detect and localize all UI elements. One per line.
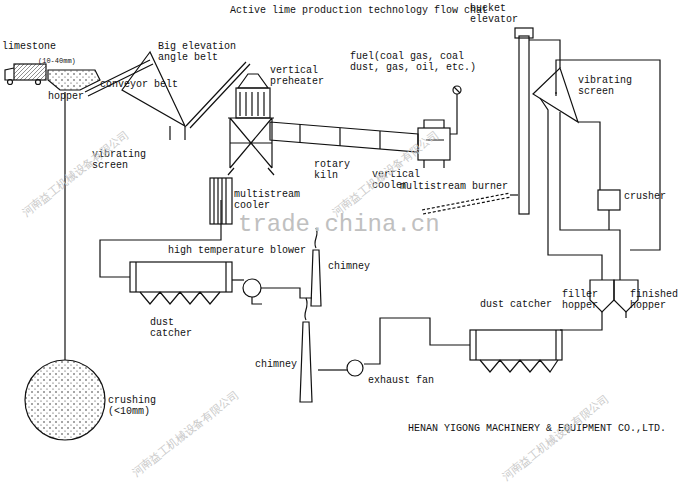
chute	[64, 92, 65, 360]
dust-catcher	[470, 330, 562, 372]
crusher	[598, 190, 620, 230]
chimney	[300, 298, 312, 402]
conveyor-belt	[85, 60, 153, 96]
hopper	[48, 70, 100, 90]
crushed-stone	[25, 360, 105, 440]
vibrating-screen	[122, 52, 185, 140]
duct	[364, 318, 470, 364]
chute	[556, 60, 660, 250]
equipment-label: rotary kiln	[314, 160, 359, 181]
exhaust-fan	[318, 360, 363, 376]
chute	[548, 125, 620, 280]
size-label: (10-40mm)	[38, 58, 76, 65]
equipment-label: vibrating screen	[578, 76, 648, 97]
watermark: 河南益工机械设备有限公司	[330, 129, 441, 219]
truck	[5, 64, 46, 85]
duct	[100, 200, 221, 277]
equipment-label: exhaust fan	[368, 376, 434, 387]
dust-catcher	[130, 262, 232, 304]
equipment-label: chimney	[328, 262, 370, 273]
process-label: crushing (<10mm)	[108, 396, 178, 417]
equipment-label: conveyor belt	[100, 80, 178, 91]
company-name: HENAN YIGONG MACHINERY & EQUIPMENT CO.,L…	[408, 424, 666, 435]
watermark: 河南益工机械设备有限公司	[20, 129, 131, 219]
equipment-label: filler hopper	[562, 290, 608, 311]
equipment-label: limestone	[2, 42, 56, 53]
equipment-label: multistream burner	[400, 182, 508, 193]
equipment-label: multistream cooler	[234, 190, 304, 211]
equipment-label: hopper	[48, 92, 84, 103]
watermark: 河南益工机械设备有限公司	[500, 393, 611, 483]
equipment-label: dust catcher	[150, 318, 190, 339]
equipment-label: crusher	[624, 192, 672, 203]
bucket-elevator	[515, 28, 560, 214]
equipment-label: vertical preheater	[270, 66, 340, 87]
rotary-kiln	[270, 122, 418, 152]
burner-conveyor	[422, 193, 511, 214]
equipment-label: finished hopper	[630, 290, 676, 311]
equipment-label: dust catcher	[480, 300, 552, 311]
vertical-preheater	[228, 74, 274, 175]
diagram-title: Active lime production technology flow c…	[230, 6, 488, 17]
chimney	[311, 228, 321, 306]
fuel-pipe	[450, 86, 461, 134]
equipment-label: bucket elevator	[470, 4, 532, 25]
high-temperature-blower	[232, 279, 312, 304]
equipment-label: fuel(coal gas, coal dust, gas, oil, etc.…	[350, 52, 500, 73]
equipment-label: high temperature blower	[168, 246, 306, 257]
duct	[560, 318, 602, 330]
equipment-label: chimney	[255, 360, 297, 371]
equipment-label: Big elevation angle belt	[158, 42, 248, 63]
